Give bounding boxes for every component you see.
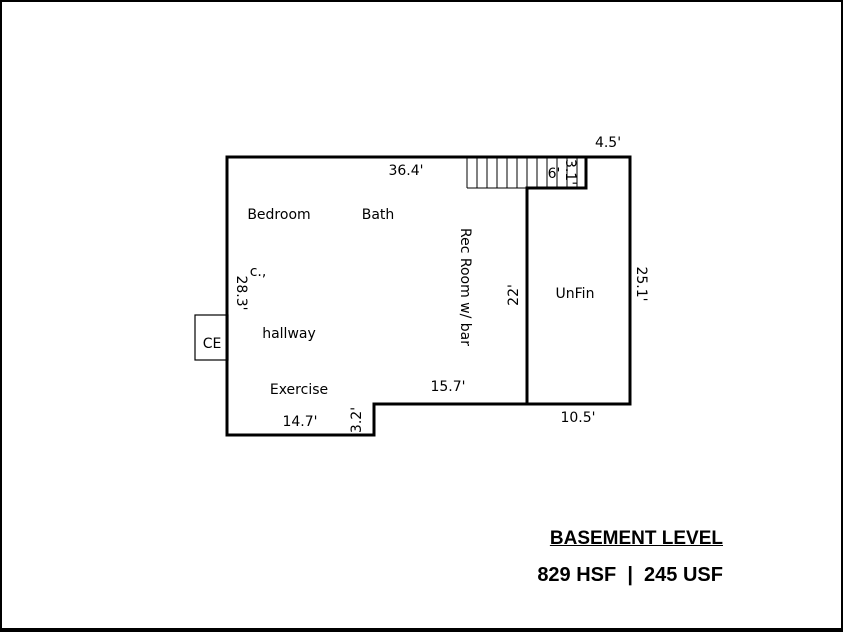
room-hallway: hallway: [262, 326, 316, 342]
room-rec-room: Rec Room w/ bar: [457, 228, 473, 346]
dim-stair-depth: 3.1': [562, 159, 578, 185]
area-summary: 829 HSF | 245 USF: [537, 564, 723, 586]
room-bath: Bath: [362, 207, 395, 223]
room-exercise: Exercise: [270, 382, 328, 398]
dim-bottom-right: 10.5': [560, 410, 595, 426]
level-title: BASEMENT LEVEL: [549, 528, 723, 549]
closet-label: c.,: [250, 264, 267, 280]
exterior-wall: [225, 155, 632, 437]
ce-box: [194, 314, 229, 361]
room-unfinished: UnFin: [556, 286, 595, 302]
unfinished-wall: [525, 157, 588, 404]
dim-stair-width: 6': [548, 166, 561, 182]
dim-bottom-left: 14.7': [282, 414, 317, 430]
room-ce: CE: [203, 336, 222, 352]
dim-left: 28.3': [233, 275, 249, 310]
room-bedroom: Bedroom: [247, 207, 310, 223]
stairs: [466, 157, 578, 189]
dim-step: 3.2': [349, 407, 365, 433]
dim-right: 25.1': [633, 266, 649, 301]
dim-top-right: 4.5': [595, 135, 621, 151]
dim-bottom-mid: 15.7': [430, 379, 465, 395]
dim-unfin-wall: 22': [506, 284, 522, 306]
dim-top: 36.4': [388, 163, 423, 179]
